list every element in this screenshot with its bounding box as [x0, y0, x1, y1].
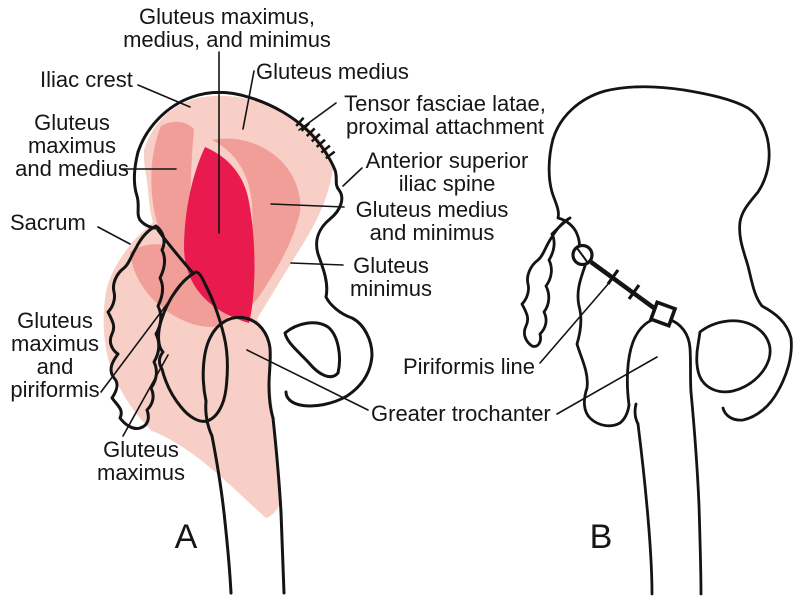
label-gmax-piri: Gluteus maximus and piriformis [10, 308, 100, 402]
leader-tensor [298, 102, 337, 131]
piriformis-line-segment [589, 260, 656, 310]
sacrum-outline-a [106, 224, 166, 430]
leader-greater-trochanter-a [246, 349, 369, 411]
leader-greater-trochanter-b [556, 356, 658, 415]
label-asis: Anterior superior iliac spine [365, 148, 529, 196]
label-gluteus-medius: Gluteus medius [256, 59, 409, 84]
label-greater-trochanter: Greater trochanter [371, 401, 551, 426]
femur-shaft-left-b [636, 422, 654, 596]
leader-gmax-piri [100, 283, 183, 393]
circle-marker-slash [576, 247, 589, 264]
leader-lines [97, 51, 658, 437]
leader-gmin [290, 262, 344, 266]
piriformis-line-construction [571, 243, 678, 329]
ischial-bean-b [695, 319, 772, 394]
label-gmin: Gluteus minimus [350, 253, 432, 301]
label-iliac-crest: Iliac crest [40, 67, 133, 92]
ischium-loop-a [157, 270, 229, 423]
label-glutei-all: Gluteus maximus, medius, and minimus [123, 4, 331, 52]
tick-mark-2 [627, 284, 641, 300]
leader-iliac-crest [137, 84, 191, 108]
label-piriformis-line: Piriformis line [403, 354, 536, 379]
square-marker [648, 299, 678, 329]
ilium-outline-b [551, 85, 793, 422]
femur-neck-left-b [633, 402, 640, 426]
femur-shaft-right-a [271, 416, 286, 595]
label-sacrum: Sacrum [10, 210, 86, 235]
femur-shaft-right-b [689, 390, 703, 596]
gluteus-maximus-medius-region-medium [151, 121, 207, 273]
greater-trochanter-outline-a [201, 315, 275, 420]
gluteus-medius-minimus-region-medium [212, 138, 301, 316]
femur-shaft-left-a [210, 434, 233, 595]
panel-a-bone-outlines [106, 91, 374, 595]
label-gmax-med: Gluteus maximus and medius [15, 110, 129, 181]
greater-trochanter-outline-b [625, 316, 693, 407]
leader-asis [342, 167, 363, 187]
ilium-outline-a [136, 91, 374, 408]
panel-letter-a: A [174, 518, 198, 556]
ischial-bean-a [283, 321, 342, 379]
sacrum-outline-b [520, 216, 572, 348]
panel-b-bone-outlines [520, 85, 793, 596]
leader-gluteus-medius [242, 70, 255, 130]
ilium-lower-left-edge-b [575, 264, 631, 428]
ilium-left-edge-a [133, 150, 158, 230]
leader-sacrum [97, 226, 131, 245]
leader-piriformis-line [539, 282, 610, 364]
leader-gmed-min [270, 203, 345, 208]
leader-gmax [122, 354, 169, 437]
panel-letter-b: B [589, 518, 613, 556]
femur-neck-left-a [204, 399, 214, 438]
label-tensor: Tensor fasciae latae, proximal attachmen… [344, 91, 546, 139]
tick-mark-1 [606, 269, 620, 285]
ilium-left-edge-b [547, 137, 581, 256]
label-gmed-min: Gluteus medius and minimus [355, 197, 509, 245]
label-gmax: Gluteus maximus [96, 437, 186, 485]
